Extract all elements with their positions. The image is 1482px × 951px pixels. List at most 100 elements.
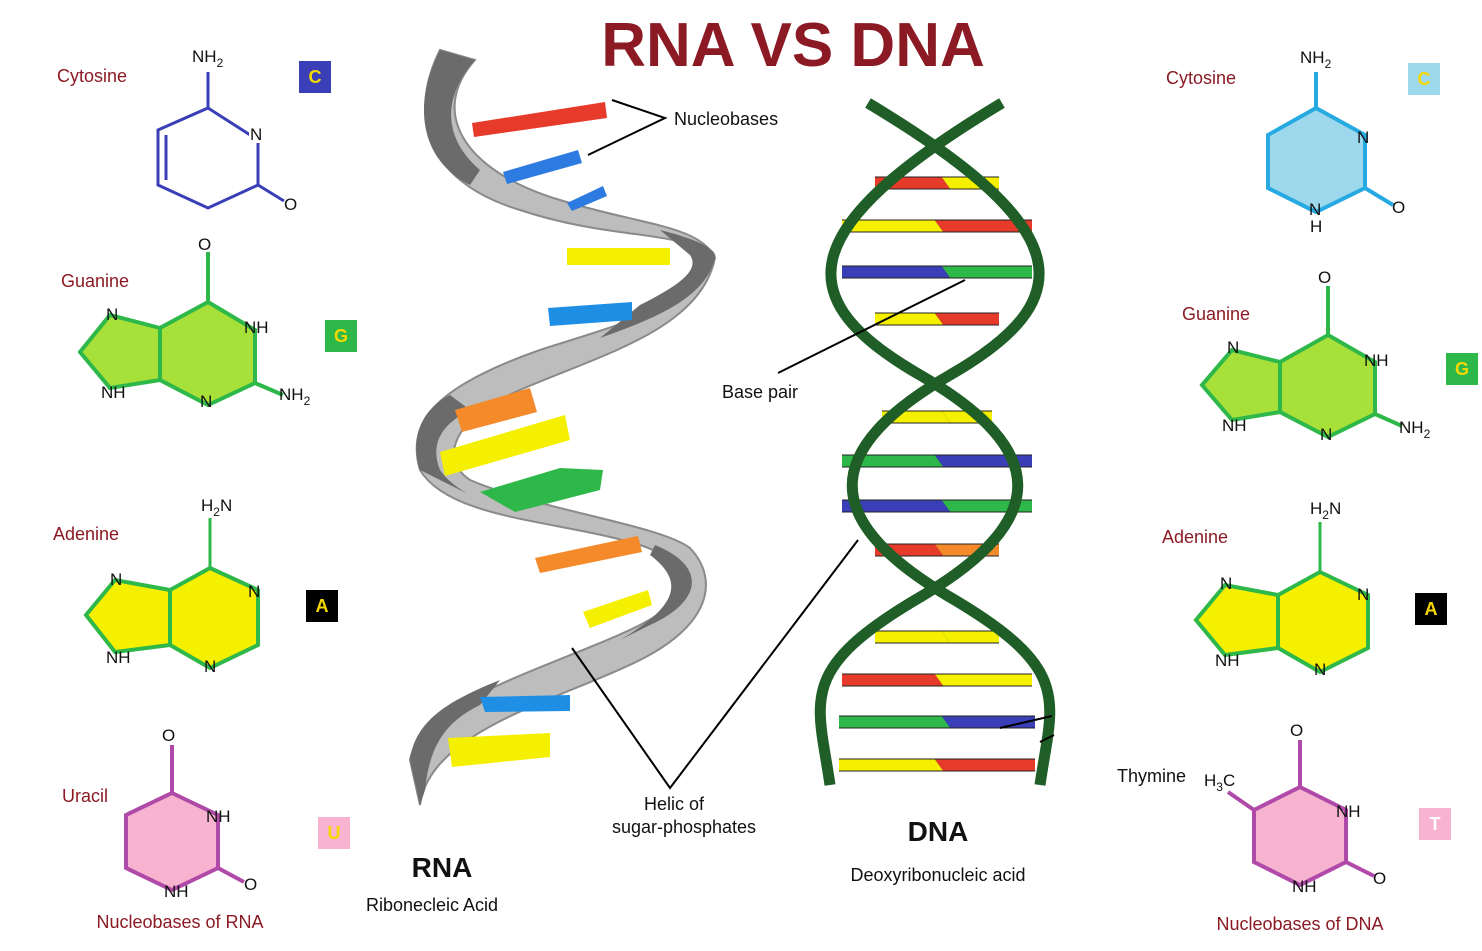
rna-label: RNA bbox=[412, 852, 473, 883]
carbonyl-bond bbox=[1345, 860, 1375, 878]
rna-ribbon-shade-5 bbox=[410, 680, 500, 805]
guanine-five-ring bbox=[77, 312, 162, 391]
rna-ribbon-shade-4 bbox=[620, 545, 692, 640]
badge-code: A bbox=[316, 596, 329, 616]
base-pair-left bbox=[842, 266, 950, 278]
base-pair-right bbox=[942, 266, 1032, 278]
adenine-six-ring bbox=[168, 565, 260, 671]
atom-h: H bbox=[1310, 499, 1322, 518]
cytosine-ring bbox=[1266, 105, 1367, 215]
carbonyl-bond bbox=[217, 866, 245, 884]
atom-n: N bbox=[1309, 200, 1321, 219]
atom-nh: NH bbox=[279, 385, 304, 404]
adenine-five-ring bbox=[1193, 582, 1280, 658]
atom-o: O bbox=[198, 235, 211, 254]
guanine-six-ring bbox=[158, 299, 257, 408]
rna-rung bbox=[548, 302, 632, 326]
rna-rung bbox=[480, 695, 570, 712]
atom-nh2: NH2 bbox=[279, 385, 311, 408]
badge-bg bbox=[299, 61, 331, 93]
atom-nh: NH bbox=[1300, 48, 1325, 67]
badge-bg bbox=[1446, 353, 1478, 385]
rna-ribbon-shade-3 bbox=[416, 395, 470, 495]
dna-backbone-right bbox=[814, 98, 1024, 786]
rna-ribbon-shade-1 bbox=[424, 50, 480, 185]
left-guanine-badge: G bbox=[325, 320, 357, 352]
base-pair-right bbox=[935, 313, 999, 325]
nucleobases-pointer bbox=[587, 99, 668, 156]
atom-sub: 2 bbox=[304, 394, 311, 408]
page-title: RNA VS DNA bbox=[601, 11, 985, 80]
atom-nh: NH bbox=[244, 318, 269, 337]
methyl-bond bbox=[1226, 790, 1256, 812]
badge-bg bbox=[1415, 593, 1447, 625]
guanine-five-ring bbox=[1199, 347, 1282, 423]
base-pair-pointer bbox=[777, 279, 966, 374]
atom-o: O bbox=[1318, 268, 1331, 287]
badge-bg bbox=[1419, 808, 1451, 840]
atom-nh: NH bbox=[106, 648, 131, 667]
amine-bond bbox=[254, 381, 284, 397]
dna-bases-caption: Nucleobases of DNA bbox=[1216, 914, 1383, 934]
atom-n: N bbox=[204, 657, 216, 676]
rna-full-name: Ribonecleic Acid bbox=[366, 895, 498, 915]
right-guanine-badge: G bbox=[1446, 353, 1478, 385]
atom-nh: NH bbox=[1364, 351, 1389, 370]
atom-h2n: H2N bbox=[201, 496, 232, 519]
base-pair-label: Base pair bbox=[722, 382, 798, 402]
helic-label-line2: sugar-phosphates bbox=[612, 817, 756, 837]
base-name: Uracil bbox=[62, 786, 108, 806]
atom-o: O bbox=[244, 875, 257, 894]
badge-code: G bbox=[334, 326, 348, 346]
atom-sub: 2 bbox=[1322, 508, 1329, 522]
dna-pointer-b bbox=[1039, 734, 1055, 743]
guanine-six-ring bbox=[1278, 332, 1377, 440]
left-cytosine: Cytosine N NH2 O bbox=[57, 47, 297, 214]
badge-bg bbox=[1408, 63, 1440, 95]
atom-n: N bbox=[1357, 585, 1369, 604]
badge-bg bbox=[325, 320, 357, 352]
right-guanine: Guanine O N NH NH N NH2 bbox=[1182, 268, 1431, 444]
nucleobases-label: Nucleobases bbox=[674, 109, 778, 129]
atom-nh: NH bbox=[1215, 651, 1240, 670]
uracil-ring bbox=[124, 790, 220, 893]
badge-code: C bbox=[1418, 69, 1431, 89]
right-cytosine: Cytosine NH2 N N H O bbox=[1166, 48, 1405, 236]
badge-code: T bbox=[1430, 814, 1441, 834]
atom-o: O bbox=[162, 726, 175, 745]
base-pair-right bbox=[935, 674, 1032, 686]
left-uracil-badge: U bbox=[318, 817, 350, 849]
base-pair-left bbox=[842, 220, 943, 232]
rna-rung bbox=[583, 590, 652, 628]
badge-bg bbox=[306, 590, 338, 622]
atom-n: N bbox=[1329, 499, 1341, 518]
rna-rung bbox=[472, 102, 607, 137]
atom-nh2: NH2 bbox=[1300, 48, 1332, 71]
dna-full-name: Deoxyribonucleic acid bbox=[850, 865, 1025, 885]
helic-label-line1: Helic of bbox=[644, 794, 705, 814]
base-name: Thymine bbox=[1117, 766, 1186, 786]
badge-bg bbox=[318, 817, 350, 849]
atom-n: N bbox=[1220, 574, 1232, 593]
atom-n: N bbox=[1314, 660, 1326, 679]
atom-nh: NH bbox=[1336, 802, 1361, 821]
base-name: Cytosine bbox=[1166, 68, 1236, 88]
left-adenine: Adenine H2N N N NH N bbox=[53, 496, 260, 676]
rna-rung bbox=[567, 186, 607, 211]
base-pair-left bbox=[842, 455, 943, 467]
helic-pointer bbox=[571, 539, 859, 790]
atom-n: N bbox=[1227, 338, 1239, 357]
base-name: Cytosine bbox=[57, 66, 127, 86]
base-pair-left bbox=[842, 674, 943, 686]
dna-label: DNA bbox=[908, 816, 969, 847]
carbonyl-bond bbox=[257, 183, 285, 203]
amine-bond bbox=[1374, 412, 1403, 428]
atom-h: H bbox=[1310, 217, 1322, 236]
base-name: Adenine bbox=[53, 524, 119, 544]
thymine-ring bbox=[1252, 784, 1348, 888]
rna-rung bbox=[480, 468, 603, 512]
atom-n: N bbox=[250, 125, 262, 144]
atom-nh: NH bbox=[1399, 418, 1424, 437]
badge-code: C bbox=[309, 67, 322, 87]
